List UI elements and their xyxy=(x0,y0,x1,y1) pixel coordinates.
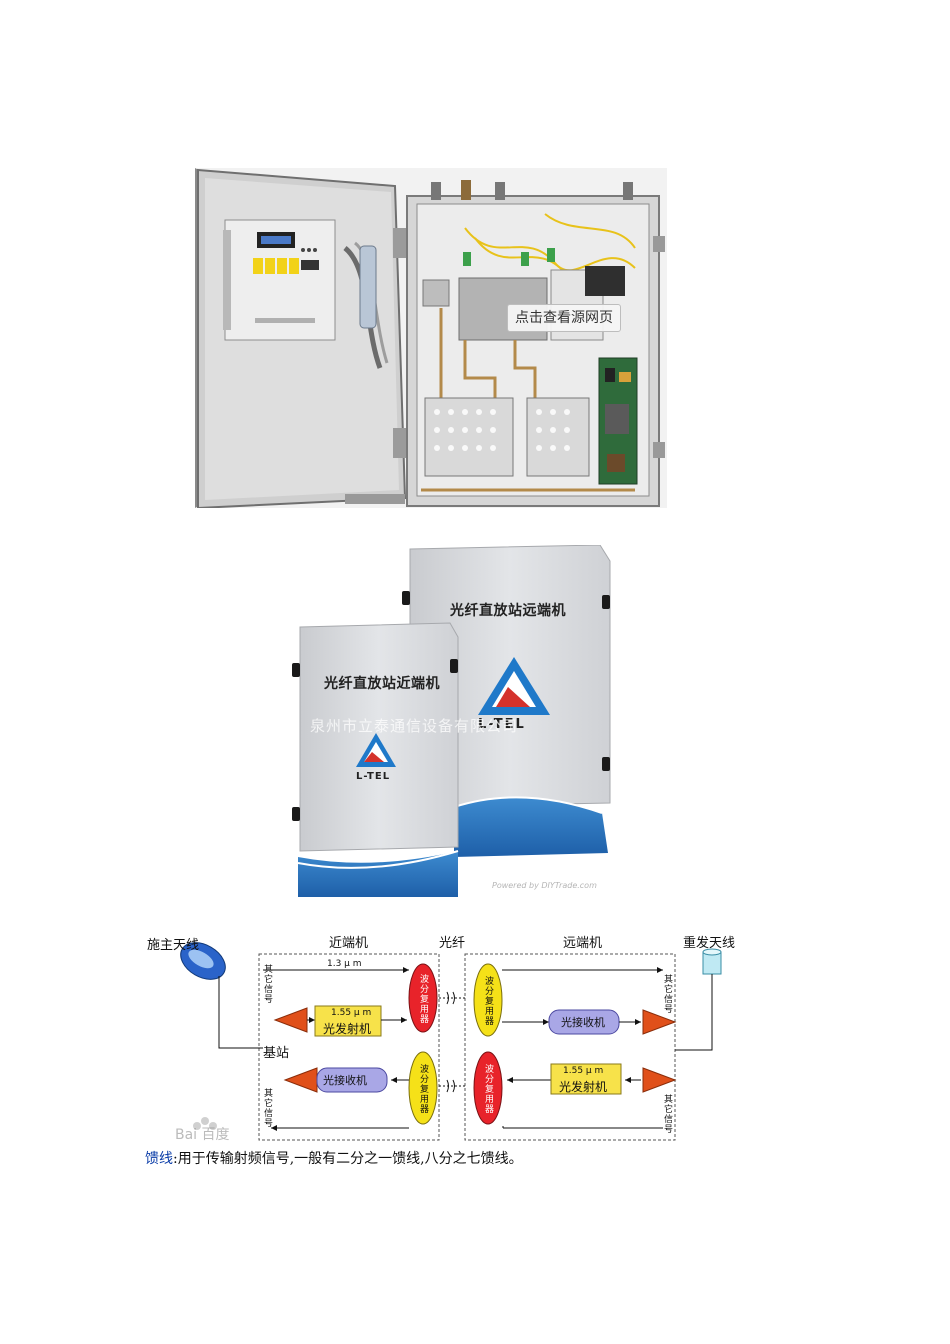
diagram-graphics xyxy=(180,942,722,1141)
logo-text-large: L-TEL xyxy=(478,717,526,732)
base-station-label: 基站 xyxy=(263,1046,290,1061)
retransmit-antenna-label: 重发天线 xyxy=(683,936,736,951)
units-illustration xyxy=(292,545,611,897)
near-wdm-top-label: 波分复用器 xyxy=(418,974,428,1024)
remote-optical-rx-label: 光接收机 xyxy=(561,1016,605,1029)
feeder-description-text: :用于传输射频信号,一般有二分之一馈线,八分之七馈线。 xyxy=(173,1151,523,1167)
feeder-term-link[interactable]: 馈线 xyxy=(145,1151,173,1167)
feeder-description: 馈线:用于传输射频信号,一般有二分之一馈线,八分之七馈线。 xyxy=(145,1148,523,1168)
remote-optical-tx-label: 光发射机 xyxy=(559,1080,608,1094)
repeater-units-photo: 光纤直放站远端机 光纤直放站近端机 L-TEL L-TEL 泉州市立泰通信设备有… xyxy=(282,545,630,900)
wavelength-1-55-near-label: 1.55 μ m xyxy=(331,1008,372,1018)
wavelength-1-55-remote-label: 1.55 μ m xyxy=(563,1066,604,1076)
wavelength-1-3-label: 1.3 μ m xyxy=(327,959,362,969)
near-other-signal-bottom: 其它信号 xyxy=(262,1088,272,1128)
near-end-label: 近端机 xyxy=(329,936,369,951)
diagram-watermark: Bai 百度 xyxy=(175,1127,230,1143)
remote-other-signal-top: 其它信号 xyxy=(662,974,672,1014)
photo-credit: Powered by DIYTrade.com xyxy=(492,881,597,890)
fiber-label: 光纤 xyxy=(439,936,466,951)
near-optical-tx-label: 光发射机 xyxy=(323,1022,372,1036)
near-other-signal-top: 其它信号 xyxy=(262,964,272,1004)
remote-other-signal-bottom: 其它信号 xyxy=(662,1094,672,1134)
cabinet-photo: 点击查看源网页 xyxy=(195,168,667,508)
remote-unit-label: 光纤直放站远端机 xyxy=(450,603,566,619)
near-optical-rx-label: 光接收机 xyxy=(323,1074,367,1087)
remote-wdm-bottom-label: 波分复用器 xyxy=(483,1064,493,1114)
remote-end-label: 远端机 xyxy=(563,936,603,951)
logo-text-small: L-TEL xyxy=(356,771,391,782)
remote-wdm-top-label: 波分复用器 xyxy=(483,976,493,1026)
fiber-repeater-diagram: 施主天线 近端机 光纤 远端机 重发天线 基站 1.3 μ m 1.55 μ m… xyxy=(145,928,745,1143)
near-wdm-bottom-label: 波分复用器 xyxy=(418,1064,428,1114)
near-unit-label: 光纤直放站近端机 xyxy=(324,676,440,692)
company-watermark: 泉州市立泰通信设备有限公司 xyxy=(310,717,519,735)
donor-antenna-label: 施主天线 xyxy=(147,938,200,953)
view-source-tooltip[interactable]: 点击查看源网页 xyxy=(507,304,621,332)
cabinet-illustration xyxy=(195,168,665,508)
